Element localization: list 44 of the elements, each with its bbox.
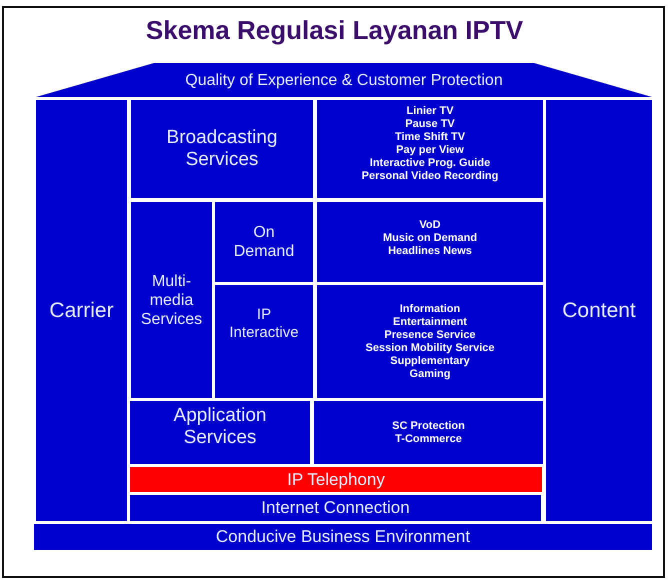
service-list-item: Linier TV [406, 105, 454, 118]
service-list-item: Time Shift TV [394, 131, 466, 144]
service-label: Broadcasting Services [166, 127, 278, 171]
pillar-label: Content [562, 298, 636, 323]
service-list-item: Music on Demand [382, 232, 478, 245]
service-panel [215, 202, 313, 282]
service-list-item: SC Protection [392, 420, 465, 432]
service-list-item: T-Commerce [395, 432, 462, 446]
service-panel [215, 285, 313, 398]
layer-label: IP Telephony [287, 470, 385, 490]
service-panel [314, 401, 543, 464]
layer-band [130, 467, 542, 492]
service-list-item: Pay per View [396, 144, 464, 157]
service-label: IP Interactive [228, 306, 300, 342]
service-label: Multi-media Services [140, 272, 204, 328]
pillar-panel [36, 100, 127, 521]
layer-band [34, 524, 652, 550]
pillar-label: Carrier [49, 298, 114, 323]
pillar-panel [546, 100, 652, 521]
service-list-item: VoD [419, 219, 441, 232]
layer-band [130, 495, 541, 521]
layer-label: Internet Connection [261, 498, 410, 518]
service-list-item: Pause TV [405, 118, 455, 131]
service-label: Application Services [172, 405, 268, 449]
service-list-item: Interactive Prog. Guide [370, 157, 490, 170]
service-list-item: Gaming [410, 368, 450, 380]
service-panel [317, 100, 543, 198]
service-list-item: Entertainment [393, 316, 467, 328]
service-list-item: Headlines News [388, 245, 472, 258]
service-panel [317, 285, 543, 398]
service-panel [130, 401, 310, 464]
service-list-item: Personal Video Recording [362, 170, 498, 183]
diagram-title: Skema Regulasi Layanan IPTV [144, 14, 524, 46]
service-panel [131, 100, 313, 198]
service-list-item: Session Mobility Service [366, 342, 494, 354]
roof-label: Quality of Experience & Customer Protection [185, 70, 503, 90]
service-panel [131, 202, 212, 398]
roof-banner [36, 63, 652, 97]
service-list-item: Presence Service [384, 328, 476, 342]
layer-label: Conducive Business Environment [216, 527, 470, 547]
service-label: On Demand [232, 223, 296, 261]
service-list-item: Supplementary [390, 354, 470, 368]
service-panel [317, 202, 543, 282]
service-list-item: Information [400, 302, 460, 316]
